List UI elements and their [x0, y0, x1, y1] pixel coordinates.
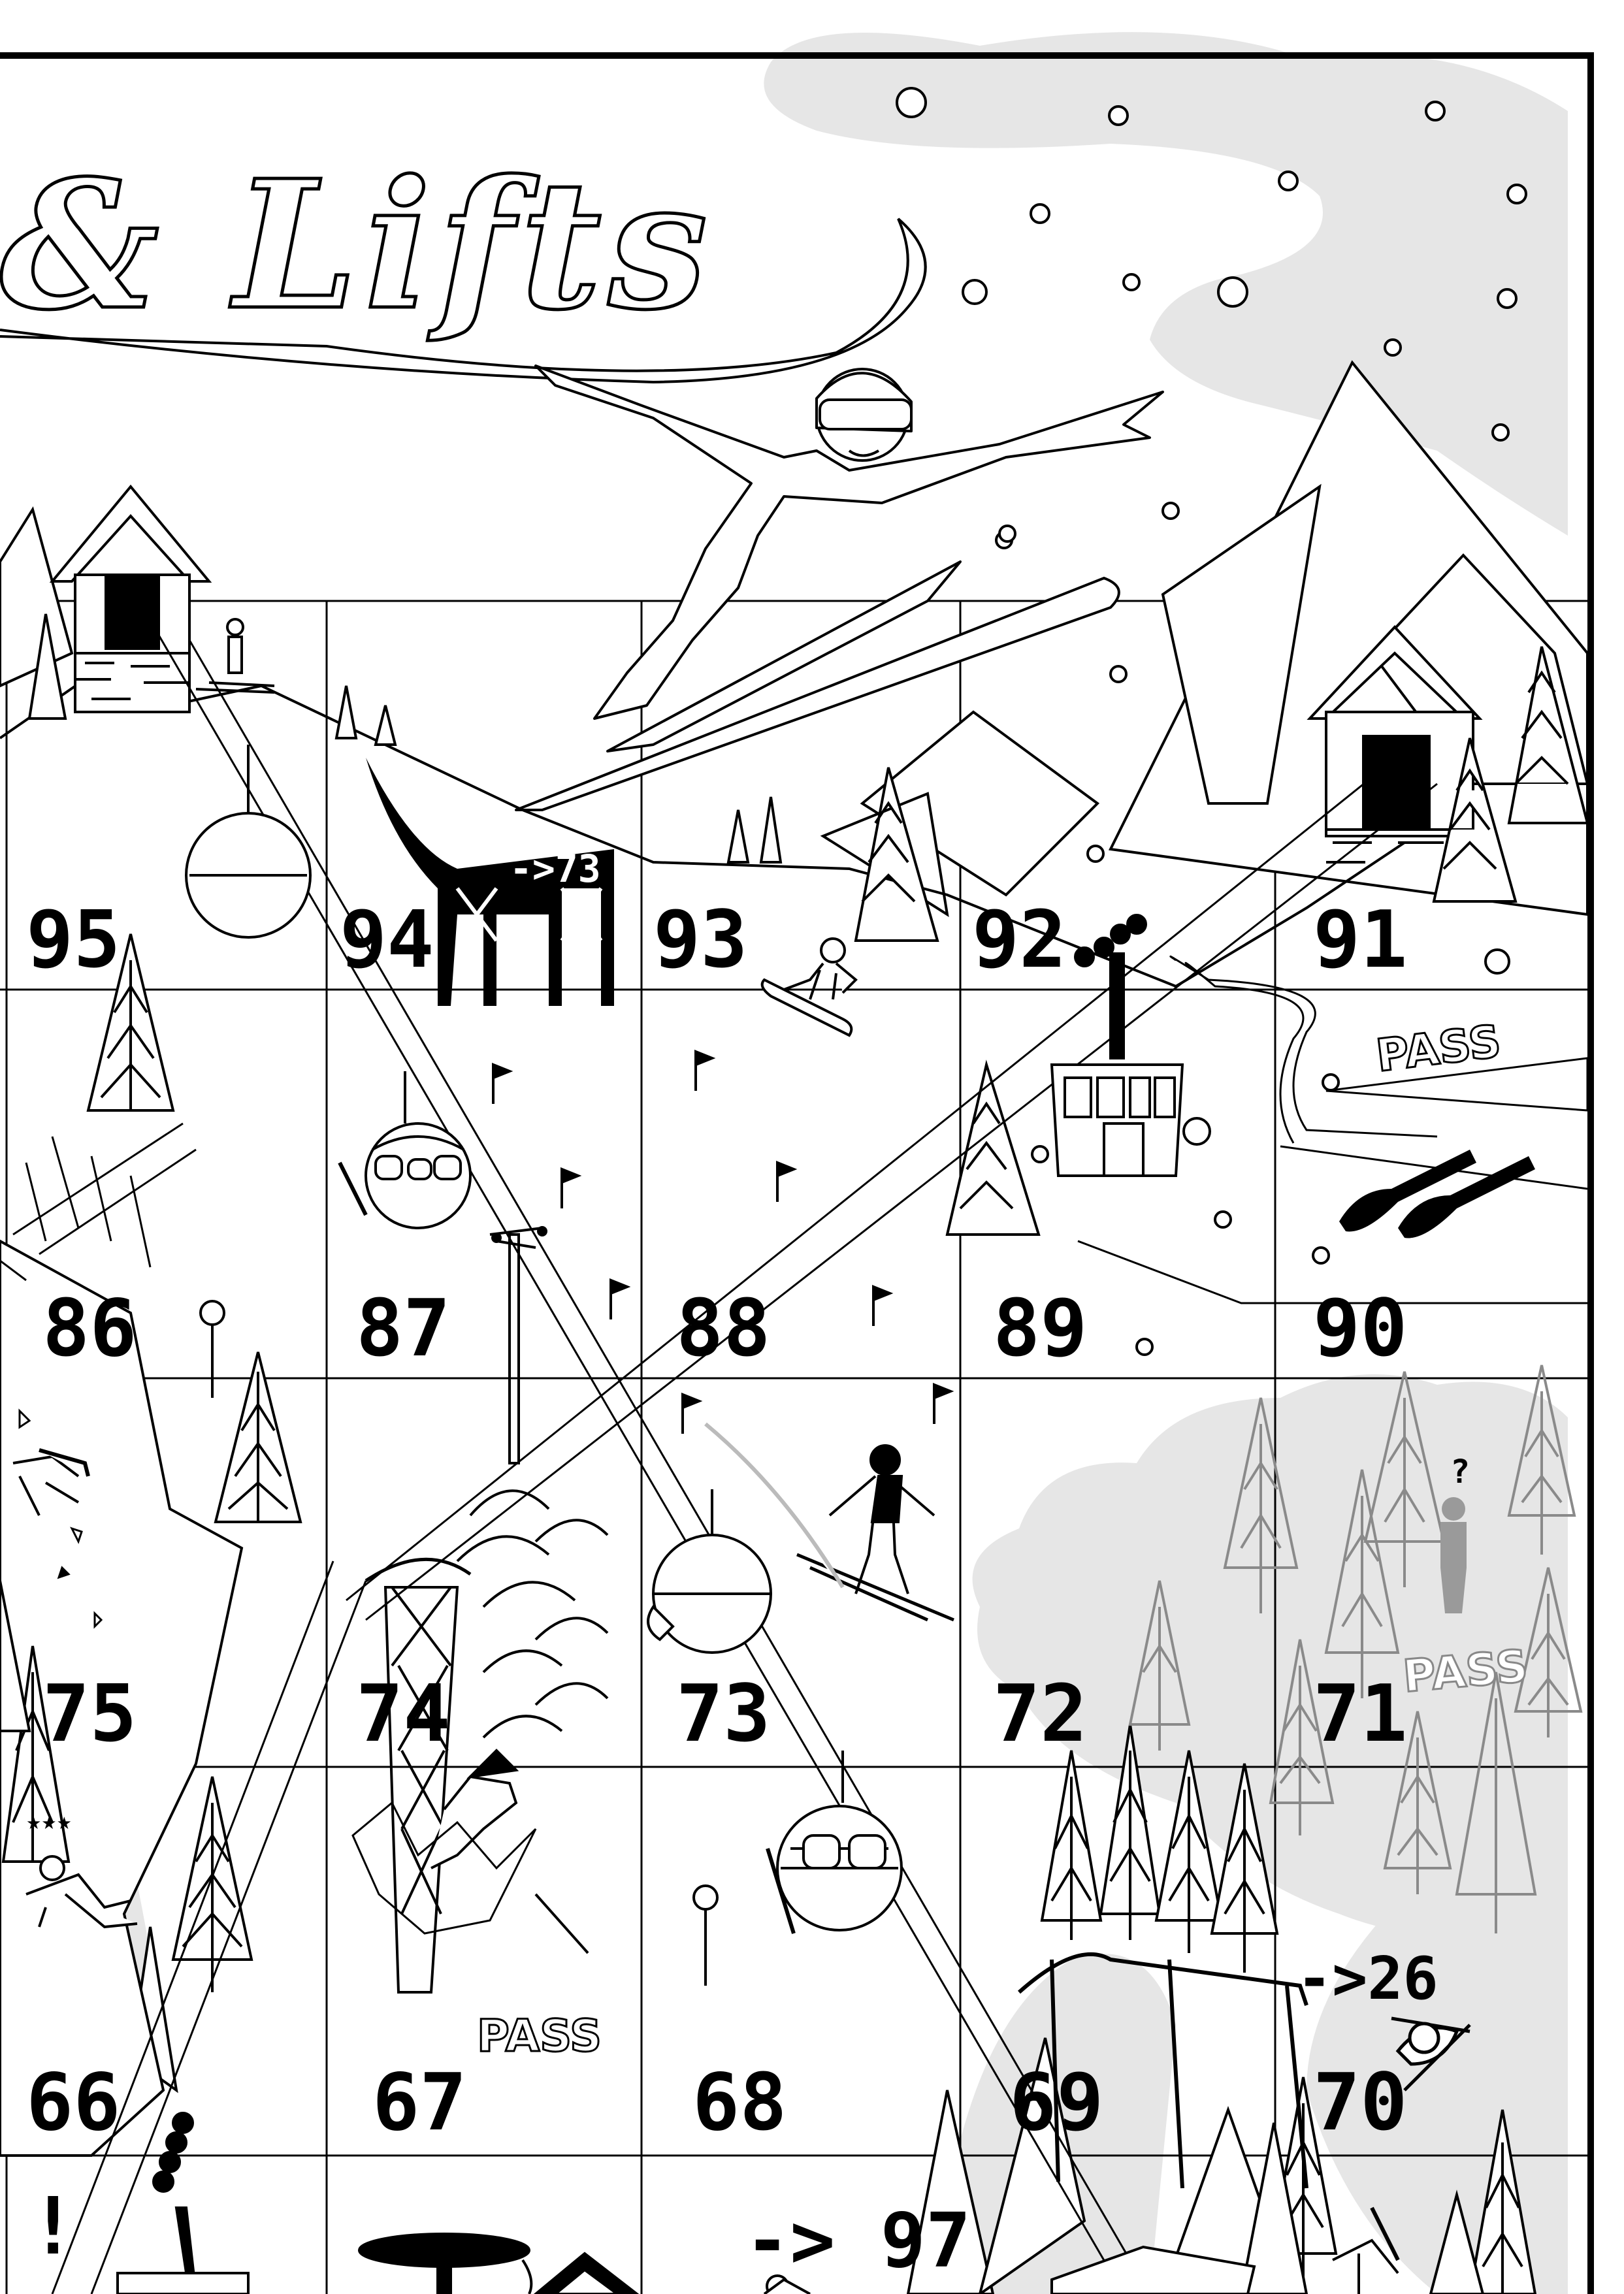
cell-number: 92	[972, 895, 1067, 986]
cell-numbers: 95 94 93 92 91 86 87 88 89 90 75 74 73 7…	[26, 895, 1408, 2148]
snowboarder-icon[interactable]	[760, 937, 858, 1037]
ramp-jump-label: ->73	[510, 847, 601, 891]
cell-number: 69	[1009, 2058, 1104, 2148]
cell-number: 87	[356, 1284, 451, 1374]
cell-number: 74	[356, 1669, 451, 1760]
skis-icon	[1339, 1150, 1535, 1238]
cell-number: 88	[676, 1284, 771, 1374]
cell-number: 94	[340, 895, 434, 986]
title-swoosh	[0, 218, 927, 384]
pass-label: PASS	[477, 2011, 602, 2062]
board-frame	[0, 52, 1594, 2294]
skier-icon[interactable]	[195, 618, 954, 1622]
pass-label: PASS	[1373, 1016, 1503, 1082]
ramp-icon[interactable]: ->73	[366, 758, 614, 1006]
cell-number: 89	[993, 1284, 1088, 1374]
cell-number: 75	[42, 1669, 137, 1760]
skier-icon	[1440, 1497, 1467, 1613]
fall-jump-label: ->26	[1297, 1945, 1438, 2013]
svg-text:★★★: ★★★	[26, 1814, 72, 1833]
cell-number: 68	[692, 2058, 787, 2148]
cell-number: 95	[26, 895, 121, 986]
cell-number: 67	[372, 2058, 467, 2148]
chalet-icon	[49, 484, 1483, 864]
chairlift-icon[interactable]	[1050, 914, 1184, 1177]
gondola-icon[interactable]	[185, 745, 903, 1934]
arrow-lines	[1077, 955, 1589, 1304]
pine-tree-icon	[0, 933, 1537, 2294]
pass-label: PASS	[1401, 1641, 1530, 1703]
signpost-icon	[358, 2233, 640, 2294]
lift-cables	[0, 620, 1438, 2294]
jump-to-97: -> 97	[745, 2197, 971, 2285]
exclamation-mark: !	[29, 2182, 76, 2272]
fallen-skier-icon	[763, 2206, 1400, 2294]
ski-marks-icon	[12, 1122, 197, 1268]
fallen-skier-icon[interactable]: ★★★	[12, 1448, 589, 1954]
pine-tree-icon	[1128, 1365, 1583, 1933]
flag-icon	[492, 1050, 954, 1434]
hut-roof-icon	[1050, 2245, 1256, 2294]
cell-number: 90	[1313, 1284, 1408, 1374]
skier-icon	[1391, 2016, 1471, 2092]
cell-number: 72	[993, 1669, 1088, 1760]
pine-tree-icon	[27, 613, 1589, 1236]
board-title: & Lifts	[0, 141, 714, 349]
cell-number: 70	[1313, 2058, 1408, 2148]
moguls-icon	[456, 1489, 609, 1739]
lift-tower-icon	[116, 1226, 1308, 2294]
cell-number: 93	[653, 895, 748, 986]
cell-number: 66	[26, 2058, 121, 2148]
cell-number: 86	[42, 1284, 137, 1374]
cell-number: 73	[676, 1669, 771, 1760]
question-mark: ?	[1450, 1453, 1470, 1491]
ski-jumper-icon[interactable]	[515, 364, 1164, 811]
debris-icon	[18, 1408, 103, 1629]
marker-post-icon	[199, 1300, 719, 1986]
cell-number: 71	[1313, 1669, 1408, 1760]
cell-number: 91	[1313, 895, 1408, 986]
